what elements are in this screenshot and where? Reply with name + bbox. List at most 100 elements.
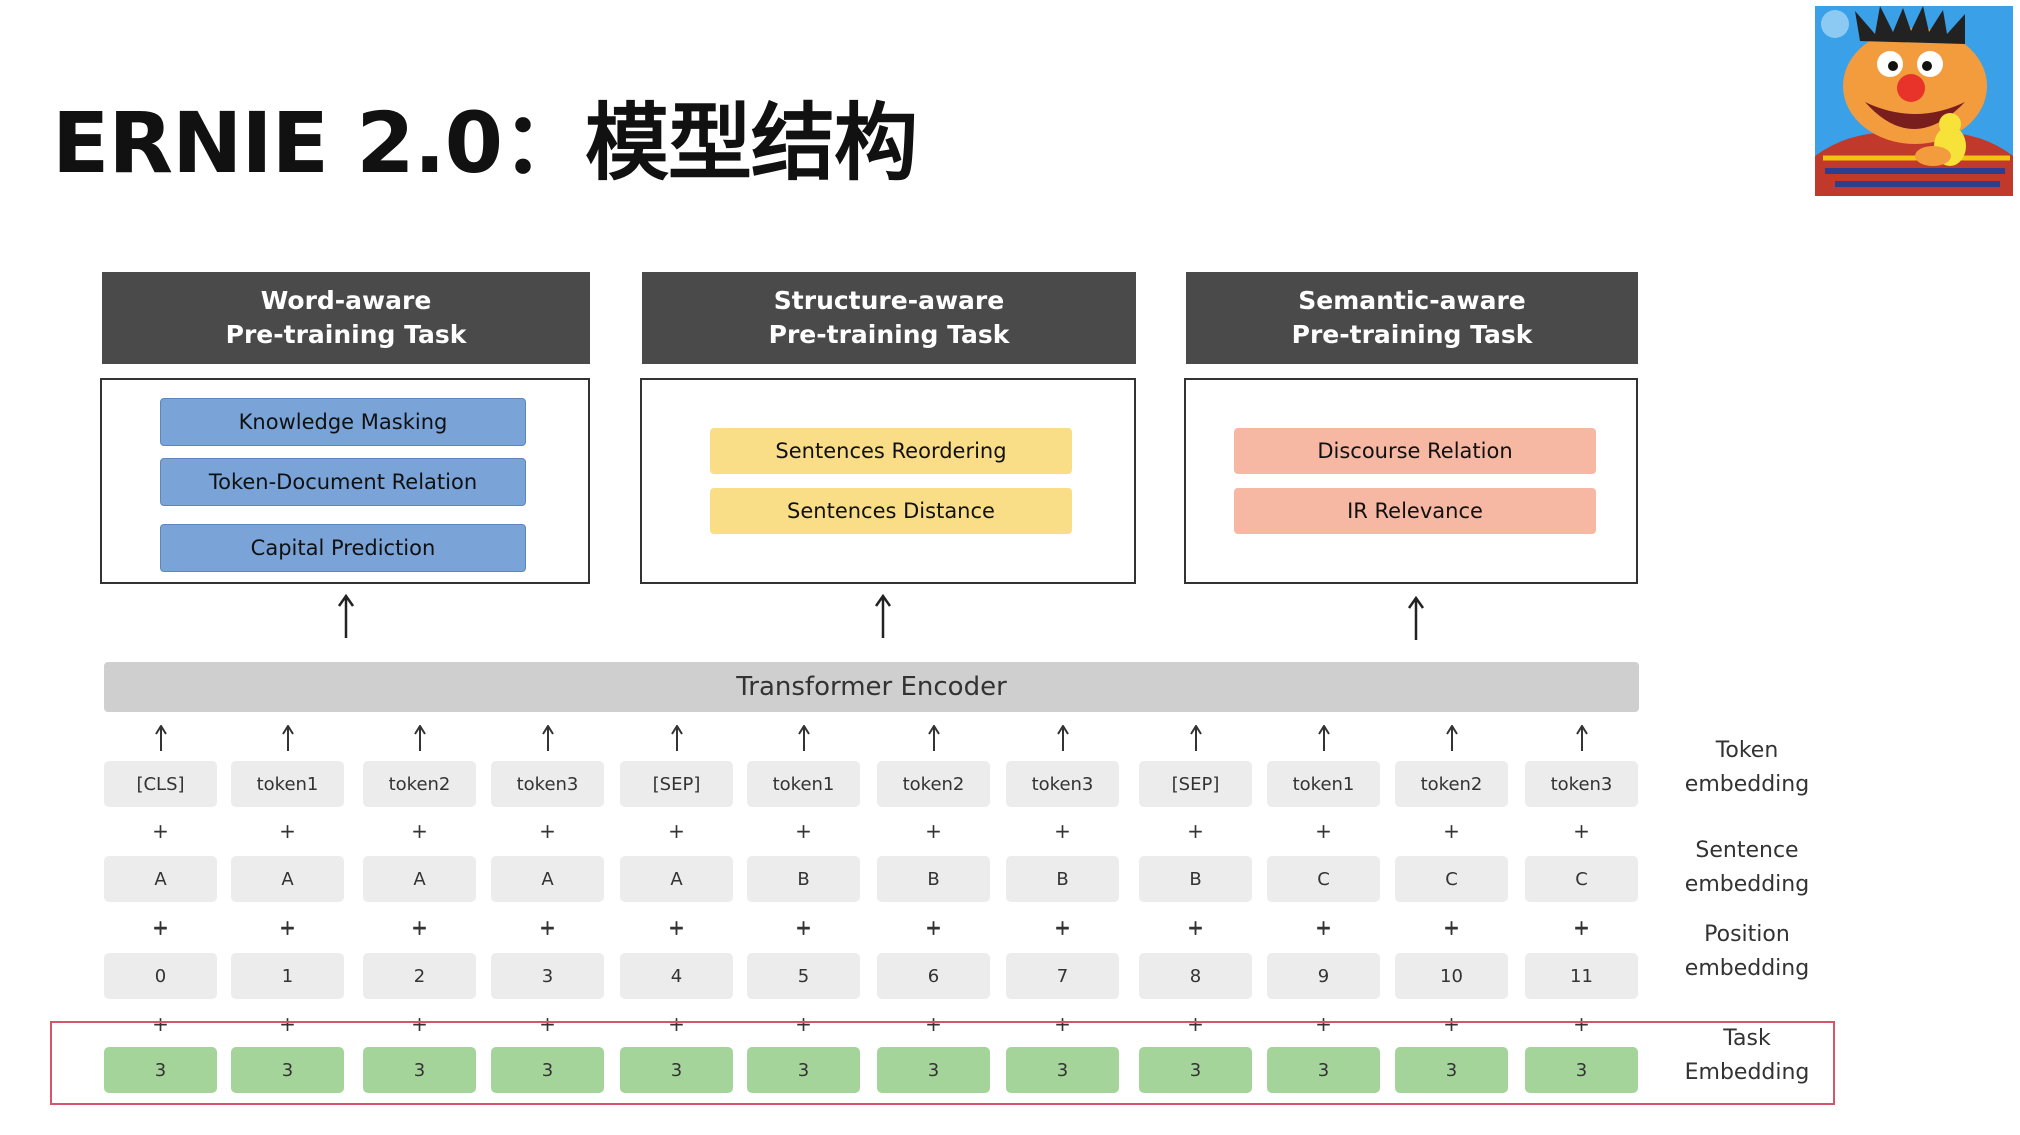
token-cell: [SEP] — [1139, 761, 1252, 807]
position-cell: 8 — [1139, 953, 1252, 999]
small-up-arrow-icon — [1446, 725, 1458, 751]
sentence-cell: A — [620, 856, 733, 902]
structure-aware-box: Sentences Reordering Sentences Distance — [640, 378, 1136, 584]
plus-sign: + — [539, 1012, 556, 1036]
task-chip: Sentences Reordering — [710, 428, 1072, 474]
plus-sign: + — [1315, 819, 1332, 843]
task-cell: 3 — [1006, 1047, 1119, 1093]
small-up-arrow-icon — [928, 725, 940, 751]
plus-sign: + — [539, 819, 556, 843]
task-embedding-highlight — [50, 1021, 1835, 1105]
small-up-arrow-icon — [1190, 725, 1202, 751]
task-chip: IR Relevance — [1234, 488, 1596, 534]
task-cell: 3 — [1267, 1047, 1380, 1093]
plus-sign: + — [795, 915, 812, 939]
sentence-cell: A — [231, 856, 344, 902]
plus-sign: + — [411, 819, 428, 843]
small-up-arrow-icon — [1318, 725, 1330, 751]
position-cell: 6 — [877, 953, 990, 999]
up-arrow-icon — [1407, 596, 1425, 640]
plus-sign: + — [279, 819, 296, 843]
plus-sign: + — [1054, 916, 1071, 940]
position-cell: 3 — [491, 953, 604, 999]
small-up-arrow-icon — [542, 725, 554, 751]
token-cell: token2 — [1395, 761, 1508, 807]
plus-sign: + — [1187, 1012, 1204, 1036]
sentence-cell: B — [747, 856, 860, 902]
task-cell: 3 — [747, 1047, 860, 1093]
position-cell: 10 — [1395, 953, 1508, 999]
task-chip: Capital Prediction — [160, 524, 526, 572]
small-up-arrow-icon — [1576, 725, 1588, 751]
up-arrow-icon — [337, 594, 355, 638]
task-cell: 3 — [877, 1047, 990, 1093]
task-chip: Knowledge Masking — [160, 398, 526, 446]
up-arrow-icon — [874, 594, 892, 638]
token-cell: token3 — [1006, 761, 1119, 807]
plus-sign: + — [279, 916, 296, 940]
semantic-aware-box: Discourse Relation IR Relevance — [1184, 378, 1638, 584]
token-cell: token1 — [747, 761, 860, 807]
plus-sign: + — [279, 1012, 296, 1036]
plus-sign: + — [925, 1012, 942, 1036]
task-cell: 3 — [1395, 1047, 1508, 1093]
plus-sign: + — [1573, 1012, 1590, 1036]
token-cell: token3 — [491, 761, 604, 807]
plus-sign: + — [539, 916, 556, 940]
task-cell: 3 — [363, 1047, 476, 1093]
plus-sign: + — [1443, 915, 1460, 939]
page-title: ERNIE 2.0：模型结构 — [52, 94, 918, 192]
task-cell: 3 — [491, 1047, 604, 1093]
token-cell: token1 — [231, 761, 344, 807]
position-cell: 1 — [231, 953, 344, 999]
token-cell: token2 — [363, 761, 476, 807]
position-cell: 5 — [747, 953, 860, 999]
small-up-arrow-icon — [1057, 725, 1069, 751]
sentence-cell: A — [104, 856, 217, 902]
word-aware-header: Word-aware Pre-training Task — [102, 272, 590, 364]
plus-sign: + — [1573, 819, 1590, 843]
structure-aware-header: Structure-aware Pre-training Task — [642, 272, 1136, 364]
sentence-cell: A — [363, 856, 476, 902]
plus-sign: + — [152, 1012, 169, 1036]
position-embedding-label: Position embedding — [1684, 922, 1810, 981]
avatar-image — [1815, 6, 2013, 196]
plus-sign: + — [795, 819, 812, 843]
plus-sign: + — [1573, 915, 1590, 939]
sentence-cell: C — [1267, 856, 1380, 902]
transformer-encoder: Transformer Encoder — [104, 662, 1639, 712]
plus-sign: + — [152, 915, 169, 939]
plus-sign: + — [668, 1012, 685, 1036]
plus-sign: + — [152, 819, 169, 843]
plus-sign: + — [1443, 916, 1460, 940]
task-cell: 3 — [620, 1047, 733, 1093]
plus-sign: + — [1054, 915, 1071, 939]
task-cell: 3 — [104, 1047, 217, 1093]
plus-sign: + — [668, 916, 685, 940]
plus-sign: + — [1187, 819, 1204, 843]
sentence-cell: B — [1139, 856, 1252, 902]
plus-sign: + — [1573, 916, 1590, 940]
plus-sign: + — [925, 916, 942, 940]
plus-sign: + — [411, 1012, 428, 1036]
task-chip: Token-Document Relation — [160, 458, 526, 506]
plus-sign: + — [411, 916, 428, 940]
plus-sign: + — [795, 916, 812, 940]
plus-sign: + — [1443, 819, 1460, 843]
small-up-arrow-icon — [155, 725, 167, 751]
plus-sign: + — [1315, 1012, 1332, 1036]
word-aware-box: Knowledge Masking Token-Document Relatio… — [100, 378, 590, 584]
plus-sign: + — [1443, 1012, 1460, 1036]
task-chip: Sentences Distance — [710, 488, 1072, 534]
small-up-arrow-icon — [414, 725, 426, 751]
plus-sign: + — [152, 916, 169, 940]
sentence-cell: C — [1525, 856, 1638, 902]
plus-sign: + — [1054, 819, 1071, 843]
plus-sign: + — [1054, 1012, 1071, 1036]
token-cell: token3 — [1525, 761, 1638, 807]
plus-sign: + — [668, 915, 685, 939]
sentence-embedding-label: Sentence embedding — [1684, 838, 1810, 897]
position-cell: 0 — [104, 953, 217, 999]
small-up-arrow-icon — [798, 725, 810, 751]
position-cell: 11 — [1525, 953, 1638, 999]
